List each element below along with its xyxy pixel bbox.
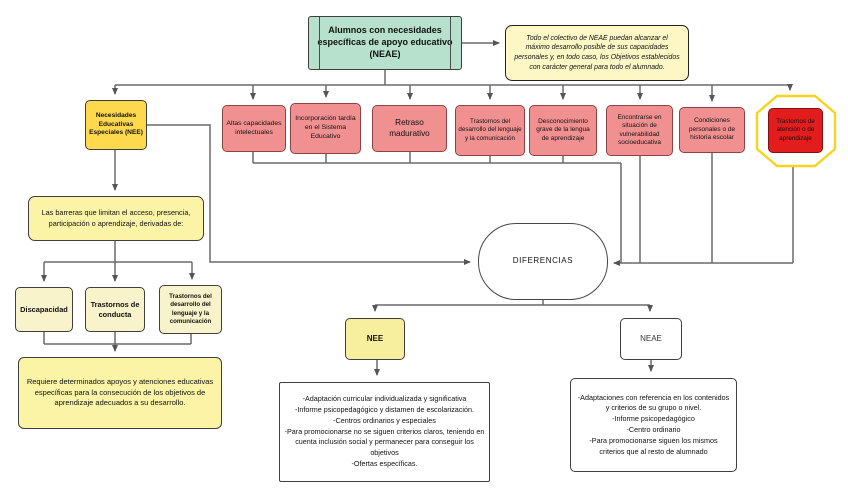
- neae-details-list: -Adaptaciones con referencia en los cont…: [570, 378, 737, 472]
- connector-right-drops: [639, 153, 794, 263]
- connector-types-merge: [43, 332, 192, 345]
- connector-categories-bus: [252, 152, 622, 263]
- requiere-node: Requiere determinados apoyos y atencione…: [18, 357, 222, 429]
- category-nee: Necesidades Educativas Especiales (NEE): [85, 100, 147, 150]
- category-condiciones-personales: Condiciones personales o de historia esc…: [679, 107, 745, 153]
- connector-diferencias-branch: [375, 300, 650, 306]
- category-vulnerabilidad: Encontrarse en situación de vulnerabilid…: [606, 105, 673, 156]
- connector-top-bus: [115, 70, 790, 86]
- barrier-trastornos-lenguaje: Trastornos del desarrollo del lenguaje y…: [159, 285, 222, 334]
- barrier-trastornos-conducta: Trastornos de conducta: [85, 287, 145, 332]
- nee-branch-node: NEE: [345, 318, 405, 360]
- category-retraso-madurativo: Retraso madurativo: [372, 105, 447, 152]
- highlight-octagon-ring: [755, 94, 837, 168]
- connector-barreras-branch: [44, 241, 192, 263]
- barrier-discapacidad: Discapacidad: [15, 287, 73, 332]
- category-altas-capacidades: Altas capacidades intelectuales: [222, 105, 286, 152]
- root-node-neae: Alumnos con necesidades específicas de a…: [308, 16, 462, 70]
- category-incorporacion-tardia: Incorporación tardía en el Sistema Educa…: [290, 103, 361, 154]
- diferencias-node: DIFERENCIAS: [478, 223, 608, 300]
- barreras-node: Las barreras que limitan el acceso, pres…: [28, 196, 204, 241]
- category-trastornos-atencion-highlighted: Trastornos de atención o de aprendizaje: [768, 108, 823, 153]
- goal-note: Todo el colectivo de NEAE puedan alcanza…: [505, 25, 689, 81]
- category-trastornos-lenguaje: Trastornos del desarrollo del lenguaje y…: [455, 105, 525, 156]
- category-desconocimiento-lengua: Desconocimiento grave de la lengua de ap…: [529, 105, 597, 156]
- neae-branch-node: NEAE: [620, 318, 682, 360]
- connector-nee-to-diferencias: [147, 124, 471, 265]
- nee-details-list: -Adaptación curricular individualizada y…: [279, 382, 490, 482]
